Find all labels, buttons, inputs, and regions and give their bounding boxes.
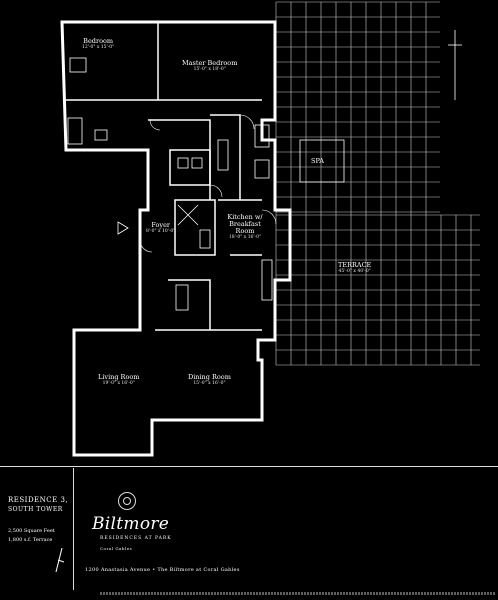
room-spa: SPA: [311, 157, 324, 165]
exterior-walls: [60, 20, 292, 457]
brand-logo: Biltmore: [92, 514, 170, 534]
disclaimer-text: [100, 592, 495, 595]
floor-label: SOUTH TOWER: [8, 506, 63, 513]
compass-icon: [55, 547, 65, 573]
brand-tagline: RESIDENCES AT PARK: [100, 536, 172, 541]
terrace-grid: [275, 1, 480, 366]
footer-vertical-divider: [73, 468, 74, 590]
brand-seal-icon: [118, 492, 136, 510]
residence-label: RESIDENCE 3,: [8, 496, 69, 504]
terrace-sqft: 1,800 s.f. Terrace: [8, 537, 53, 543]
address-line: 1200 Anastasia Avenue • The Biltmore at …: [85, 567, 240, 573]
fixtures: [67, 57, 345, 311]
interior-sqft: 2,500 Square Feet: [8, 528, 55, 534]
brand-sub: Coral Gables: [100, 546, 133, 551]
door-swings: [139, 114, 277, 253]
north-arrow: [448, 30, 462, 100]
footer-divider: [0, 466, 498, 467]
